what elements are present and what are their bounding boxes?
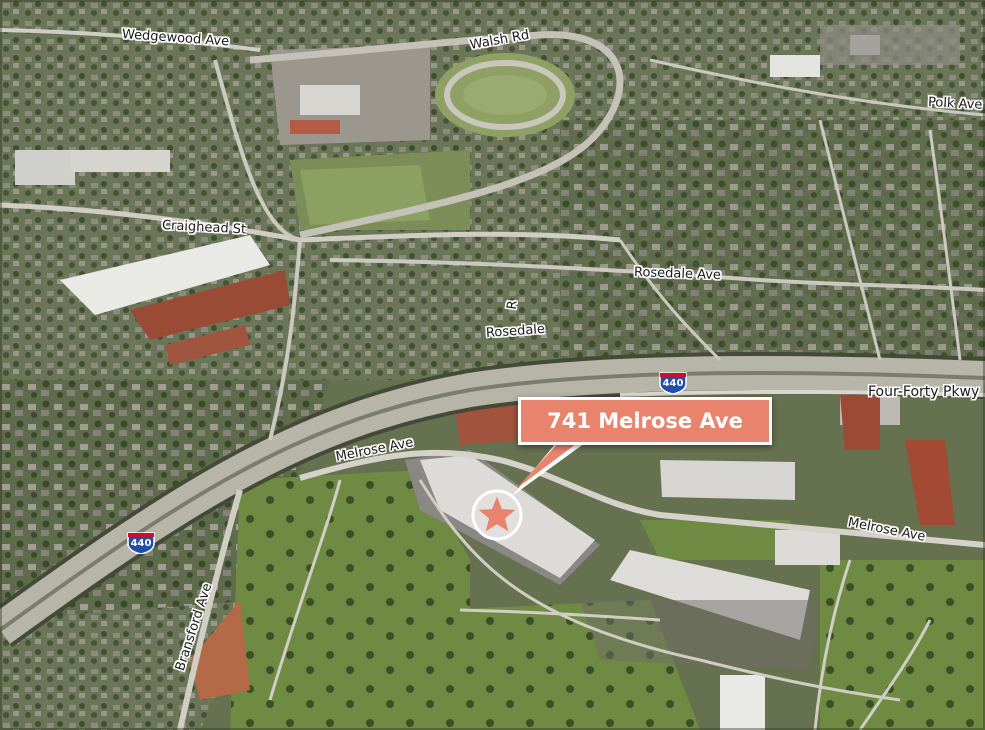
star-icon (471, 489, 523, 541)
interstate-440-shield-top: 440 (658, 372, 688, 395)
address-label: 741 Melrose Ave (547, 409, 743, 433)
interstate-440-shield-bottom: 440 (126, 532, 156, 555)
road-label-polk-ave: Polk Ave (927, 95, 983, 113)
road-label-rosedale-ave: Rosedale Ave (633, 265, 722, 284)
interstate-440-number-top: 440 (662, 378, 684, 389)
interstate-440-number-bottom: 440 (130, 538, 152, 549)
road-label-four-forty-pkwy: Four-Forty Pkwy (868, 384, 980, 400)
location-marker[interactable] (470, 488, 524, 542)
road-label-rosedale-suffix: R (504, 299, 521, 311)
address-callout[interactable]: 741 Melrose Ave (518, 397, 772, 445)
